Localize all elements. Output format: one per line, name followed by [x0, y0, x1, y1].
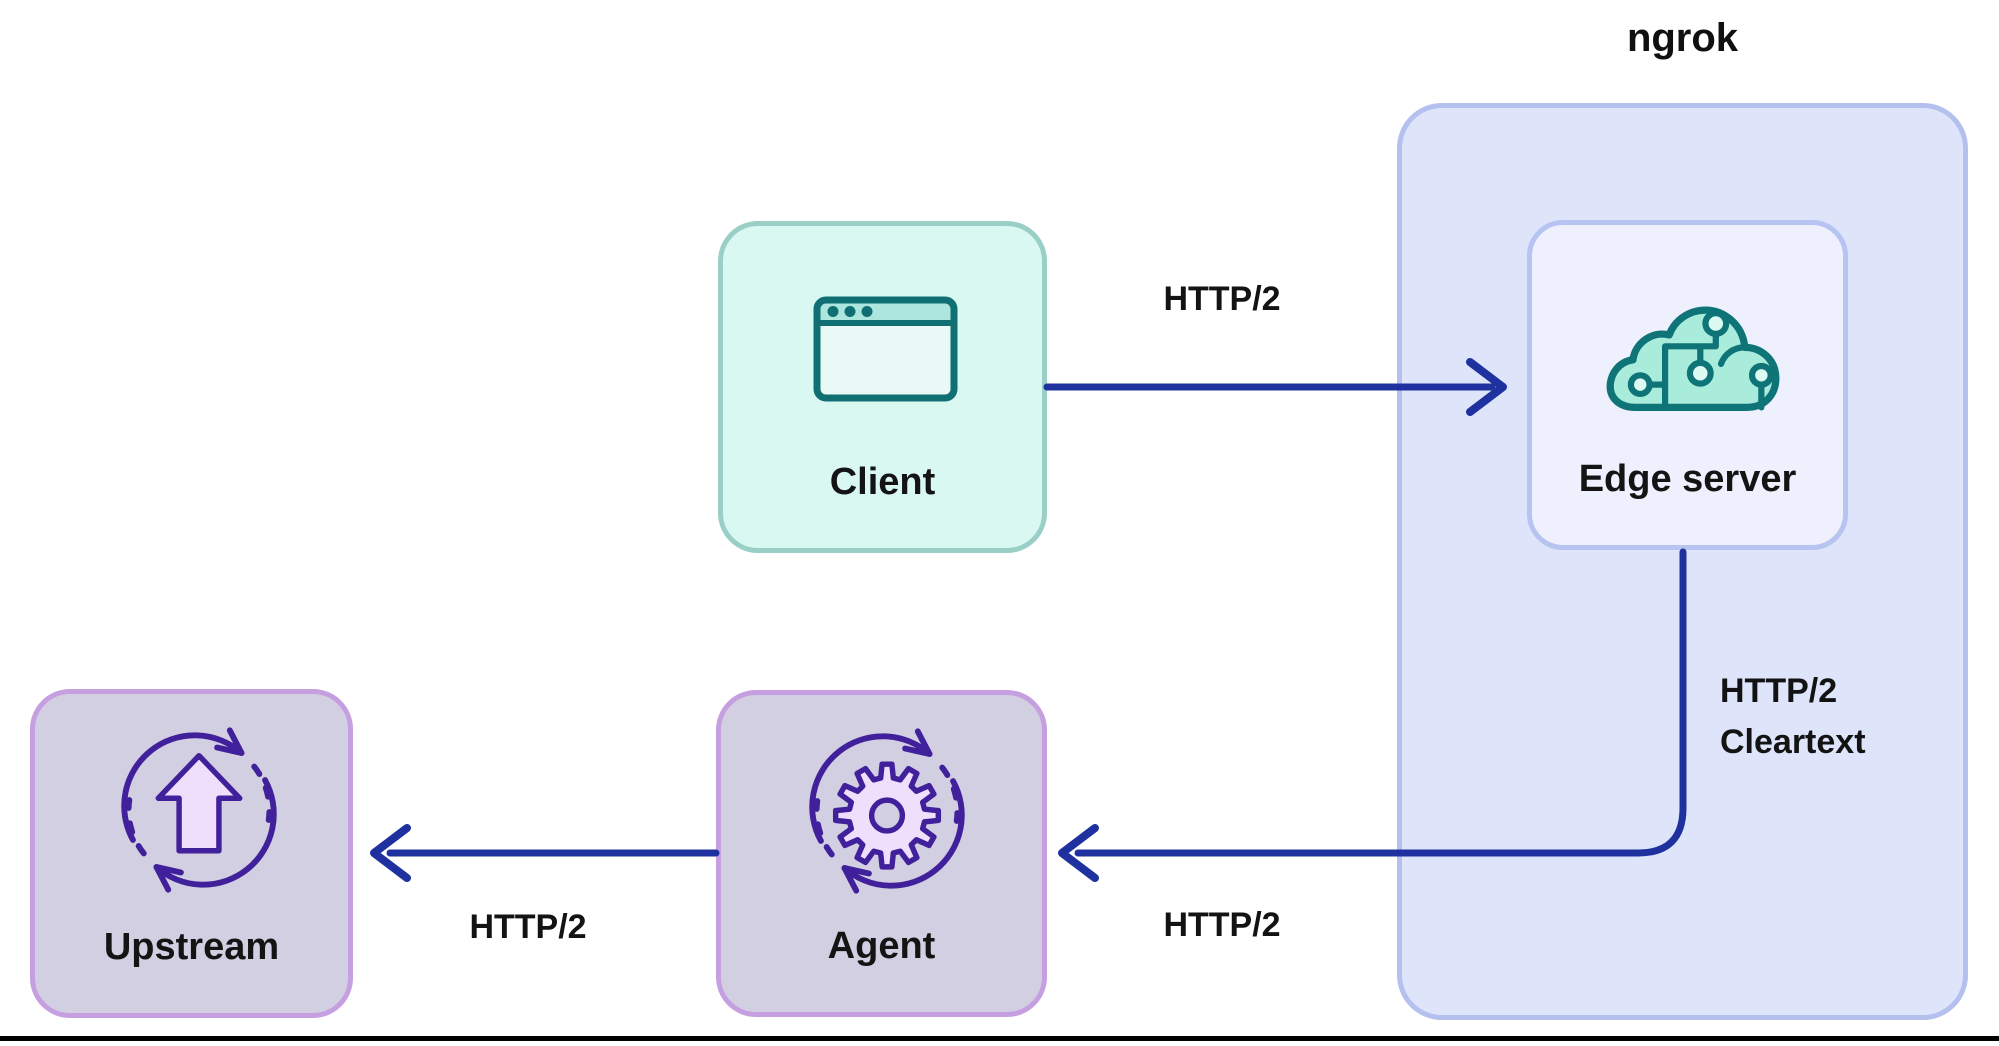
- sync-arrows: [121, 727, 277, 893]
- node-label-agent: Agent: [827, 925, 936, 967]
- edge-label-edge-to-agent: HTTP/2: [1163, 906, 1281, 944]
- node-label-client: Client: [829, 461, 936, 503]
- edge-note-http2-cleartext: HTTP/2 Cleartext: [1720, 666, 1866, 768]
- edge-note-line1: HTTP/2: [1720, 672, 1838, 710]
- node-edge-server: Edge server: [1527, 220, 1848, 550]
- node-label-edge-server: Edge server: [1578, 458, 1797, 500]
- edge-label-client-to-edge: HTTP/2: [1163, 280, 1281, 318]
- edge-note-line2: Cleartext: [1720, 723, 1866, 761]
- sync-arrows: [809, 728, 965, 894]
- node-client: Client: [718, 221, 1047, 553]
- ngrok-group-title: ngrok: [1626, 16, 1739, 60]
- node-agent: Agent: [716, 690, 1047, 1017]
- browser-icon: [813, 296, 958, 402]
- arrow-agent-to-upstream: [370, 824, 720, 882]
- gear-sync-icon: [809, 728, 965, 894]
- node-label-upstream: Upstream: [103, 926, 280, 968]
- edge-label-agent-to-upstream: HTTP/2: [469, 908, 587, 946]
- node-upstream: Upstream: [30, 689, 353, 1018]
- upload-sync-icon: [121, 727, 277, 893]
- bottom-rule: [0, 1036, 1999, 1041]
- circuit-cloud-icon: [1606, 306, 1780, 412]
